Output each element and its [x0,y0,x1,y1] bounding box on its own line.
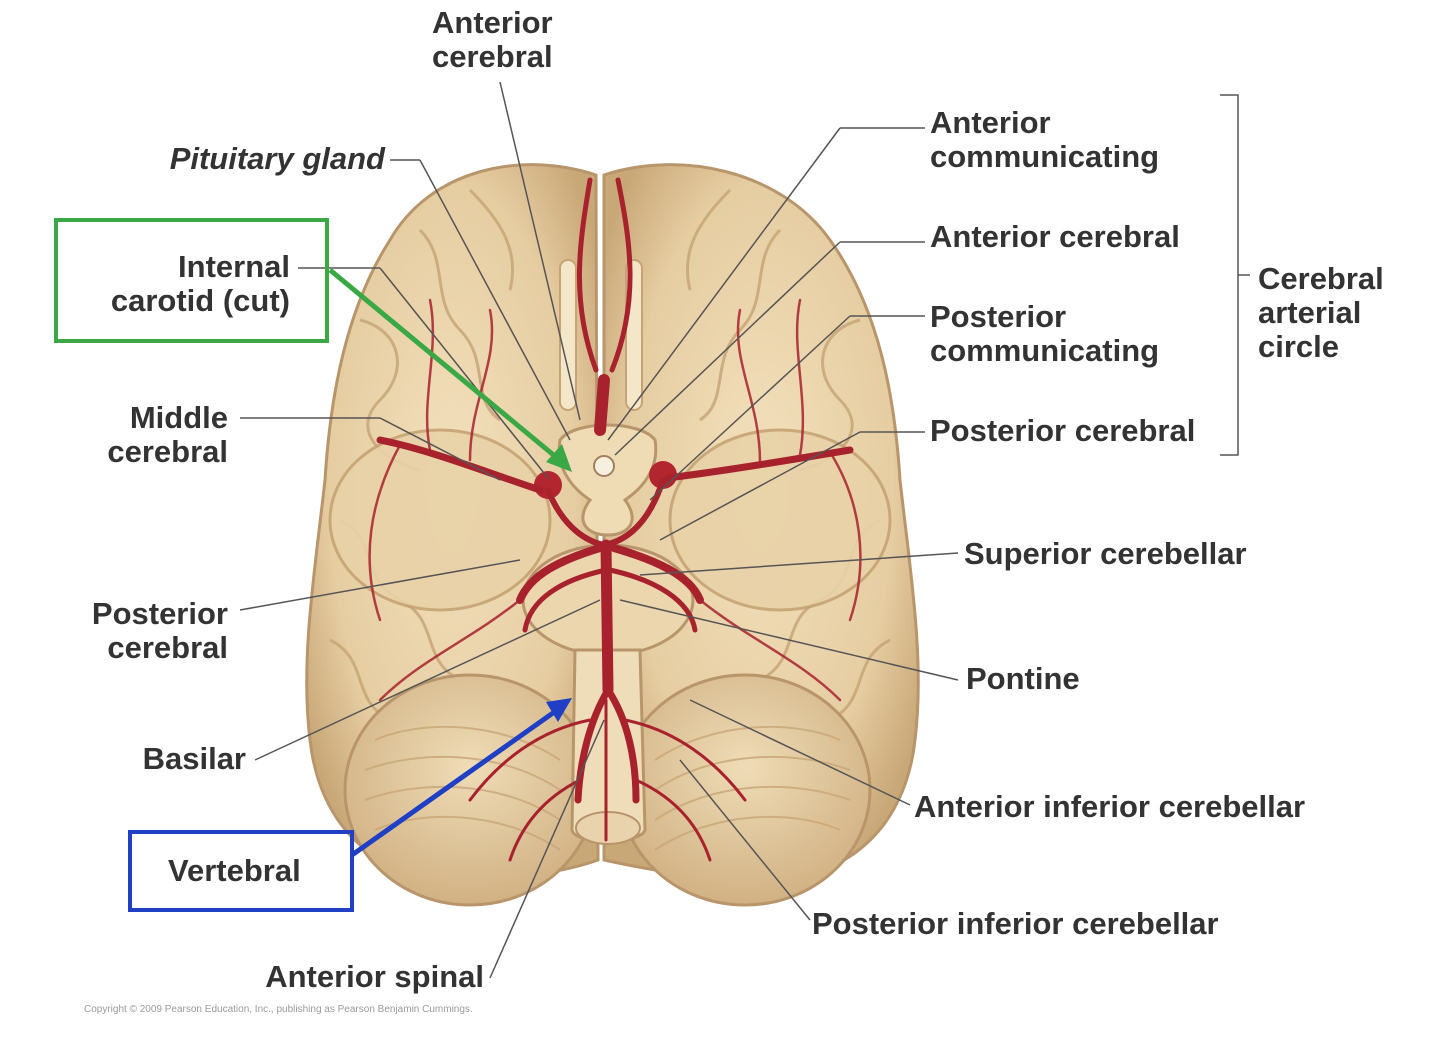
label-basilar: Basilar [142,741,246,776]
vertebral-highlight-box [128,830,354,912]
copyright-notice: Copyright © 2009 Pearson Education, Inc.… [84,1004,473,1015]
label-posterior-cerebral-right: Posterior cerebral [930,413,1196,448]
label-anterior-cerebral-right: Anterior cerebral [930,219,1180,254]
label-superior-cerebellar: Superior cerebellar [964,536,1247,571]
label-posterior-cerebral-left: Posterior cerebral [91,596,228,665]
label-anterior-cerebral-top: Anterior cerebral [432,5,553,74]
arteries [368,177,862,862]
leader-lines [239,81,1250,979]
label-middle-cerebral: Middle cerebral [107,400,228,469]
optic-chiasm [557,423,658,537]
label-posterior-inferior-cerebellar: Posterior inferior cerebellar [812,906,1219,941]
label-posterior-communicating: Posterior communicating [930,299,1160,368]
label-anterior-spinal: Anterior spinal [265,959,484,994]
label-anterior-communicating: Anterior communicating [930,105,1160,174]
internal-carotid-arrow [328,268,564,464]
brain-illustration [305,163,920,907]
label-pontine: Pontine [966,661,1080,696]
label-vertebral: Vertebral [168,853,301,888]
label-internal-carotid: Internal carotid (cut) [110,249,290,318]
label-pituitary-gland: Pituitary gland [169,141,385,176]
label-anterior-inferior-cerebellar: Anterior inferior cerebellar [914,789,1306,824]
label-cerebral-arterial-circle: Cerebral arterial circle [1258,261,1384,364]
internal-carotid-highlight-box [54,218,329,343]
vertebral-arrow [350,705,562,858]
highlight-annotations [54,218,572,912]
